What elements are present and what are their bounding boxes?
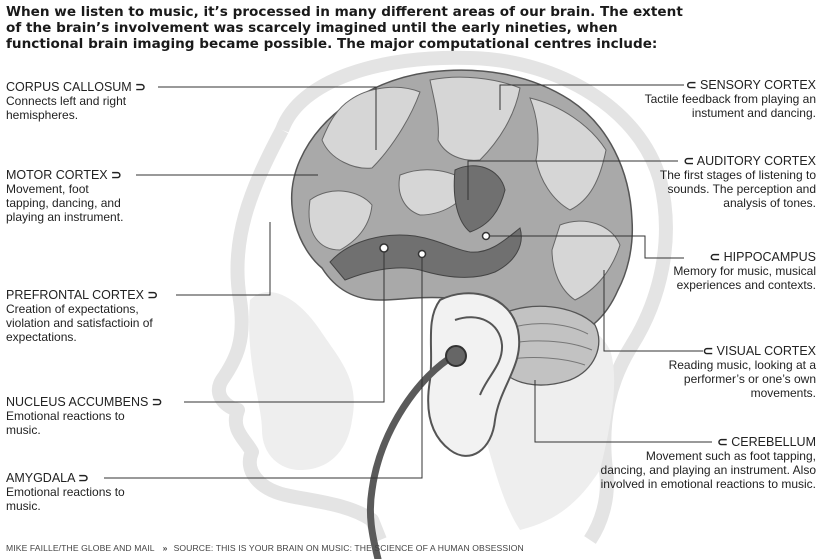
prefrontal-cortex-name: PREFRONTAL CORTEX [6, 288, 144, 302]
amygdala-desc: Emotional reactions to music. [6, 485, 141, 513]
earbud [446, 346, 466, 366]
leader-prefrontal-cortex [176, 222, 270, 295]
hippocampus-desc: Memory for music, musical experiences an… [660, 264, 816, 292]
label-hippocampus: ⊂ HIPPOCAMPUS Memory for music, musical … [660, 250, 816, 292]
label-cerebellum: ⊂ CEREBELLUM Movement such as foot tappi… [600, 435, 816, 491]
label-motor-cortex: MOTOR CORTEX ⊃ Movement, foot tapping, d… [6, 168, 146, 224]
sensory-cortex-desc: Tactile feedback from playing an instume… [620, 92, 816, 120]
visual-cortex-desc: Reading music, looking at a performer’s … [650, 358, 816, 400]
label-auditory-cortex: ⊂ AUDITORY CORTEX The first stages of li… [630, 154, 816, 210]
label-prefrontal-cortex: PREFRONTAL CORTEX ⊃ Creation of expectat… [6, 288, 186, 344]
credit-source: SOURCE: THIS IS YOUR BRAIN ON MUSIC: THE… [174, 543, 524, 553]
arrow-left-hook-icon: ⊂ [717, 435, 727, 449]
arrow-right-hook-icon: ⊃ [111, 168, 121, 182]
label-sensory-cortex: ⊂ SENSORY CORTEX Tactile feedback from p… [600, 78, 816, 120]
motor-cortex-desc: Movement, foot tapping, dancing, and pla… [6, 182, 131, 224]
corpus-callosum-name: CORPUS CALLOSUM [6, 80, 132, 94]
hippocampus-name: HIPPOCAMPUS [724, 250, 816, 264]
arrow-right-hook-icon: ⊃ [135, 80, 145, 94]
credit-separator: » [163, 543, 168, 553]
label-corpus-callosum: CORPUS CALLOSUM ⊃ Connects left and righ… [6, 80, 166, 122]
prefrontal-cortex-desc: Creation of expectations, violation and … [6, 302, 166, 344]
arrow-left-hook-icon: ⊂ [703, 344, 713, 358]
cerebellum-desc: Movement such as foot tapping, dancing, … [600, 449, 816, 491]
label-visual-cortex: ⊂ VISUAL CORTEX Reading music, looking a… [650, 344, 816, 400]
arrow-right-hook-icon: ⊃ [147, 288, 157, 302]
sensory-cortex-name: SENSORY CORTEX [700, 78, 816, 92]
nucleus-accumbens-name: NUCLEUS ACCUMBENS [6, 395, 148, 409]
arrow-right-hook-icon: ⊃ [152, 395, 162, 409]
visual-cortex-name: VISUAL CORTEX [717, 344, 816, 358]
arrow-left-hook-icon: ⊂ [710, 250, 720, 264]
corpus-callosum-desc: Connects left and right hemispheres. [6, 94, 136, 122]
nucleus-accumbens-desc: Emotional reactions to music. [6, 409, 156, 437]
credit-author: MIKE FAILLE/THE GLOBE AND MAIL [6, 543, 155, 553]
motor-cortex-name: MOTOR CORTEX [6, 168, 108, 182]
label-amygdala: AMYGDALA ⊃ Emotional reactions to music. [6, 471, 156, 513]
label-nucleus-accumbens: NUCLEUS ACCUMBENS ⊃ Emotional reactions … [6, 395, 196, 437]
cerebellum-name: CEREBELLUM [731, 435, 816, 449]
credit-line: MIKE FAILLE/THE GLOBE AND MAIL » SOURCE: T… [6, 543, 524, 553]
auditory-cortex-name: AUDITORY CORTEX [697, 154, 816, 168]
auditory-cortex-desc: The first stages of listening to sounds.… [630, 168, 816, 210]
amygdala-name: AMYGDALA [6, 471, 75, 485]
arrow-right-hook-icon: ⊃ [78, 471, 88, 485]
arrow-left-hook-icon: ⊂ [686, 78, 696, 92]
arrow-left-hook-icon: ⊂ [683, 154, 693, 168]
